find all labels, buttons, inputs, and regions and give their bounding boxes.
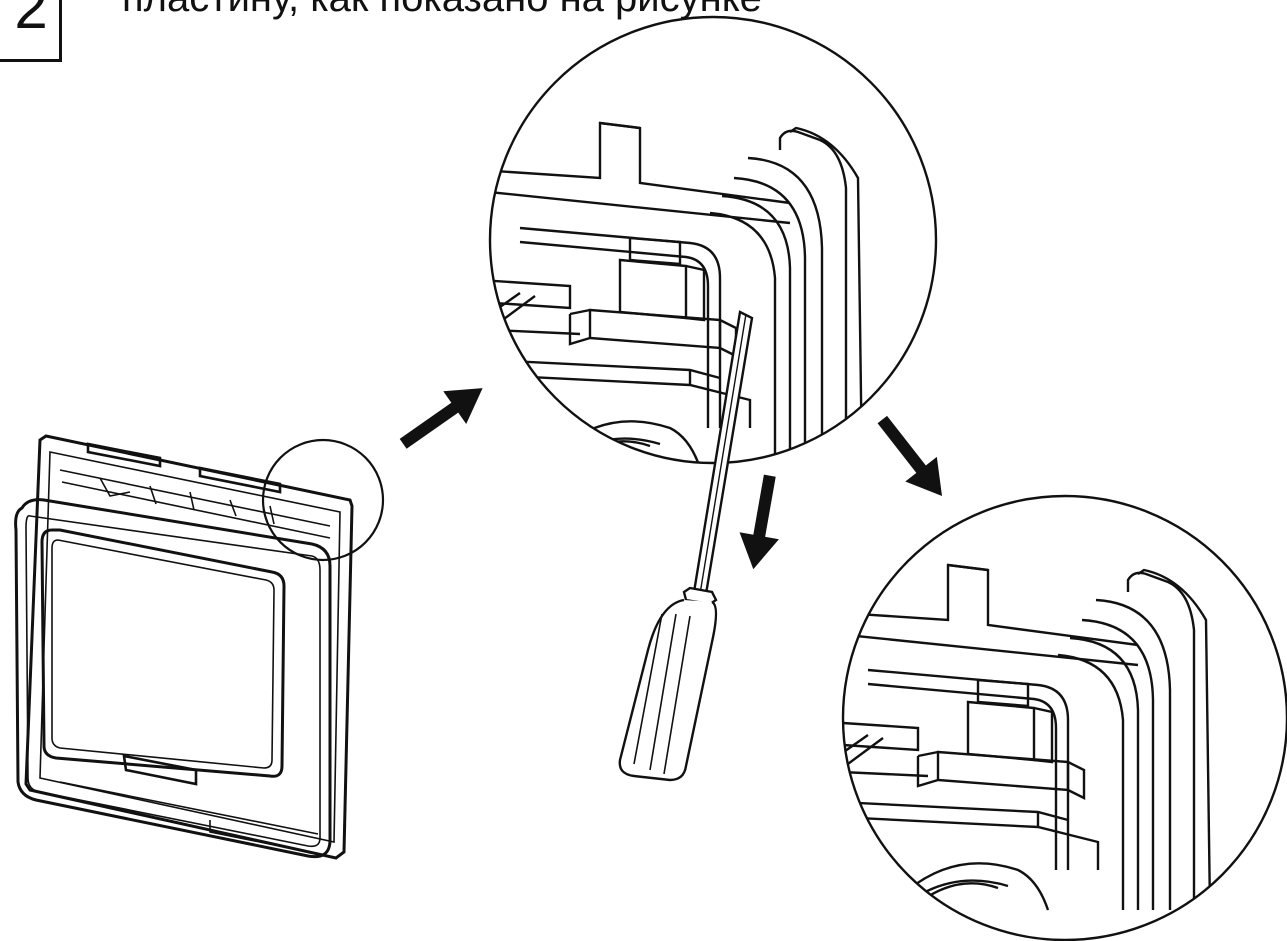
arrow-to-zoom-1 [399, 388, 483, 449]
arrows [399, 388, 943, 570]
zoom-detail-with-screwdriver [488, 15, 938, 465]
instruction-caption: пластину, как показано на рисунке [122, 0, 762, 18]
screwdriver [618, 310, 754, 782]
step-number-box [0, 0, 62, 62]
zoom-detail-result [841, 494, 1287, 941]
thermostat-device [14, 434, 385, 860]
arrow-down-screwdriver [739, 474, 779, 570]
step-number: 2 [14, 0, 48, 41]
arrow-to-zoom-2 [877, 415, 943, 496]
